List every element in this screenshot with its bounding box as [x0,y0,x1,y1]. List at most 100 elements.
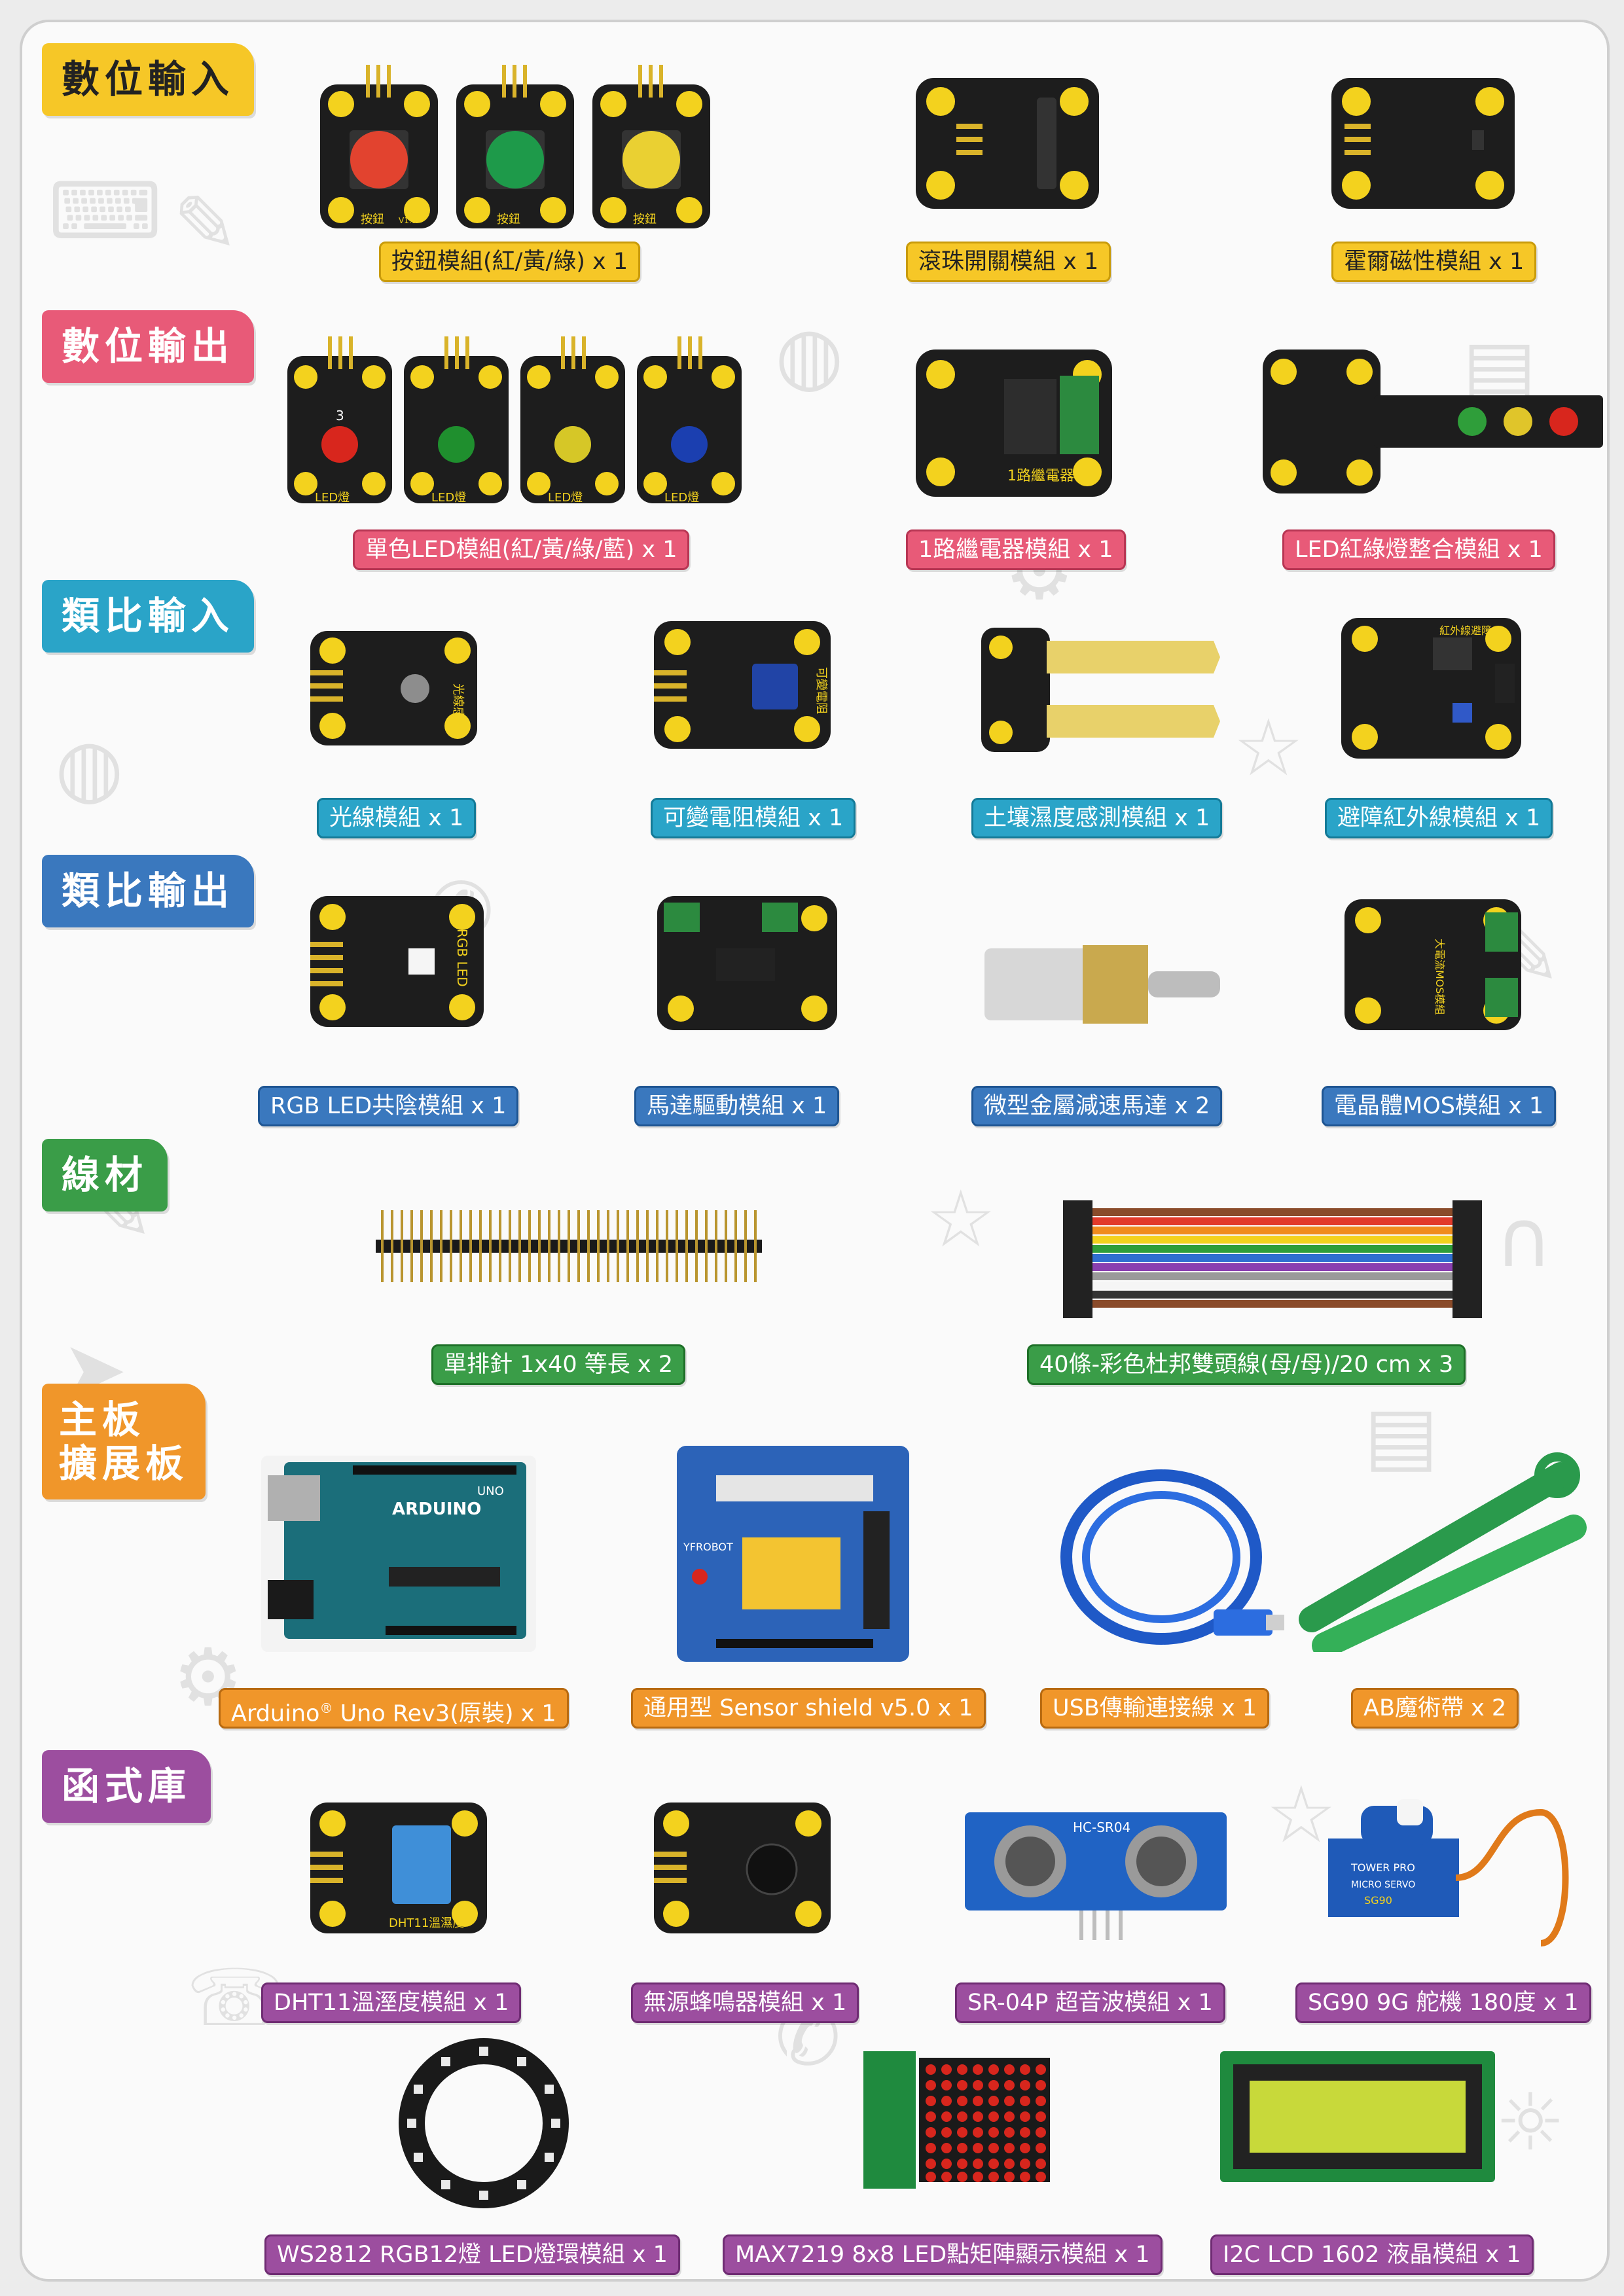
label-hall-sensor: 霍爾磁性模組 x 1 [1331,242,1537,282]
ultrasonic-image: HC-SR04 [965,1812,1227,1940]
led-silk-label: LED燈 [431,491,466,505]
label-traffic-light: LED紅綠燈整合模組 x 1 [1282,529,1555,570]
button-module-red: 按鈕 V1.0 [320,65,438,228]
velcro-strap-image [1299,1452,1587,1652]
micro-servo-label: MICRO SERVO [1351,1880,1415,1890]
led-modules-image: 3 LED燈 LED燈 LED燈 LED燈 [287,336,742,505]
label-sensor-shield: 通用型 Sensor shield v5.0 x 1 [631,1688,986,1729]
label-dht11: DHT11溫溼度模組 x 1 [261,1982,522,2023]
led-silk-label: LED燈 [548,491,583,505]
hall-sensor-image [1331,78,1515,209]
mos-module-image: 大電流MOS模組 [1344,899,1521,1030]
label-ultrasonic: SR-04P 超音波模組 x 1 [955,1982,1225,2023]
label-velcro-strap: AB魔術帶 x 2 [1351,1688,1519,1729]
label-arduino-uno: Arduino® Uno Rev3(原裝) x 1 [219,1688,569,1729]
dht11-image: DHT11溫濕度 [310,1803,487,1933]
relay-silk-label: 1路繼電器 [1007,468,1074,484]
arduino-logo-text: ARDUINO [392,1499,481,1519]
label-mos-module: 電晶體MOS模組 x 1 [1322,1086,1557,1126]
page-card: ⌨ ✎ ◍ ▤ ⚙ ◍ ☆ ✆ ✎ ✎ ☆ ∩ ➤ ▤ ⚙ ☆ ☏ ✆ ☼ 數位… [20,20,1610,2282]
sensor-shield-image: YFROBOT [677,1446,909,1662]
led-silk-label: LED燈 [315,491,350,505]
label-led-ring: WS2812 RGB12燈 LED燈環模組 x 1 [264,2234,680,2275]
section-board-line2: 擴展板 [59,1441,189,1486]
light-silk-label: 光線感測 [451,683,465,730]
label-usb-cable: USB傳輸連接線 x 1 [1040,1688,1270,1729]
led-module-blue: LED燈 [637,336,742,505]
led-matrix-image [863,2051,1050,2189]
pencil-icon: ✎ [173,179,239,270]
section-board: 主板 擴展板 [42,1384,206,1500]
rgb-led-image: RGB LED [310,896,484,1027]
section-wires: 線材 [42,1139,168,1211]
resistor-label: 3 [336,408,344,423]
button-silk-label: 按鈕 [633,213,657,226]
potentiometer-image: 可變電阻 [654,621,831,749]
arduino-uno-image: ARDUINO UNO [261,1456,536,1652]
label-soil-moisture: 土壤濕度感測模組 x 1 [971,798,1223,838]
label-led-module: 單色LED模組(紅/黃/綠/藍) x 1 [353,529,690,570]
globe-icon: ◍ [775,310,844,401]
dht-silk-label: DHT11溫濕度 [389,1916,464,1930]
button-modules-image: 按鈕 V1.0 按鈕 按鈕 [320,65,710,228]
section-digital-input: 數位輸入 [42,43,255,116]
ir-silk-label: 紅外線避障 [1439,624,1492,637]
label-dupont-wires: 40條-彩色杜邦雙頭線(母/母)/20 cm x 3 [1027,1344,1466,1385]
label-arduino-uno-brand: Arduino [231,1700,320,1727]
section-board-line1: 主板 [59,1397,146,1442]
led-module-yellow: LED燈 [520,336,625,505]
label-servo: SG90 9G 舵機 180度 x 1 [1295,1982,1591,2023]
star-icon: ☆ [1233,703,1304,794]
lcd1602-image [1220,2051,1495,2182]
label-rgb-led: RGB LED共陰模組 x 1 [258,1086,519,1126]
label-relay-module: 1路繼電器模組 x 1 [906,529,1126,570]
label-pin-header: 單排針 1x40 等長 x 2 [431,1344,686,1385]
led-silk-label: LED燈 [664,491,699,505]
light-sensor-image: 光線感測 [310,631,477,745]
tower-pro-label: TOWER PRO [1350,1861,1415,1874]
mos-silk-label: 大電流MOS模組 [1434,939,1446,1015]
book-icon: ▤ [1364,1390,1439,1481]
rgb-silk-label: RGB LED [454,929,470,987]
label-buzzer: 無源蜂鳴器模組 x 1 [631,1982,859,2023]
button-silk-label: 按鈕 [497,213,520,226]
button-silk-label: 按鈕 [361,213,384,226]
servo-image: TOWER PRO MICRO SERVO SG90 [1328,1799,1569,1946]
magnet-icon: ∩ [1495,1194,1553,1285]
motor-driver-image [657,896,837,1030]
led-module-red: 3 LED燈 [287,336,392,505]
label-light-sensor: 光線模組 x 1 [317,798,477,838]
section-analog-output: 類比輸出 [42,855,255,927]
section-library: 函式庫 [42,1750,211,1823]
label-button-module: 按鈕模組(紅/黃/綠) x 1 [379,242,641,282]
gear-motor-image [984,945,1220,1024]
registered-mark: ® [319,1700,333,1716]
star-icon: ☆ [1266,1770,1337,1861]
label-led-matrix: MAX7219 8x8 LED點矩陣顯示模組 x 1 [723,2234,1163,2275]
label-potentiometer: 可變電阻模組 x 1 [651,798,856,838]
yfrobot-silk-label: YFROBOT [683,1541,733,1553]
label-arduino-uno-rest: Uno Rev3(原裝) x 1 [333,1700,556,1727]
section-digital-output: 數位輸出 [42,310,255,383]
tilt-switch-image [916,78,1099,209]
lightbulb-icon: ☼ [1495,2077,1566,2168]
soil-moisture-image [981,628,1220,752]
relay-module-image: 1路繼電器 [916,350,1112,497]
sg90-label: SG90 [1364,1894,1392,1907]
led-module-green: LED燈 [404,336,509,505]
book-icon: ▤ [1462,323,1537,414]
globe-icon: ◍ [55,723,124,814]
star-icon: ☆ [926,1174,996,1265]
label-gear-motor: 微型金屬減速馬達 x 2 [971,1086,1223,1126]
ir-obstacle-image: 紅外線避障 [1341,618,1521,759]
uno-logo-text: UNO [477,1484,504,1498]
label-tilt-switch: 滾珠開關模組 x 1 [906,242,1111,282]
sr04-silk-label: HC-SR04 [1073,1820,1130,1835]
traffic-light-image [1263,350,1603,493]
label-motor-driver: 馬達驅動模組 x 1 [634,1086,840,1126]
pin-header-image [376,1210,762,1282]
buzzer-image [654,1803,831,1933]
label-ir-obstacle: 避障紅外線模組 x 1 [1325,798,1553,838]
section-analog-input: 類比輸入 [42,580,255,653]
version-label: V1.0 [399,216,416,225]
